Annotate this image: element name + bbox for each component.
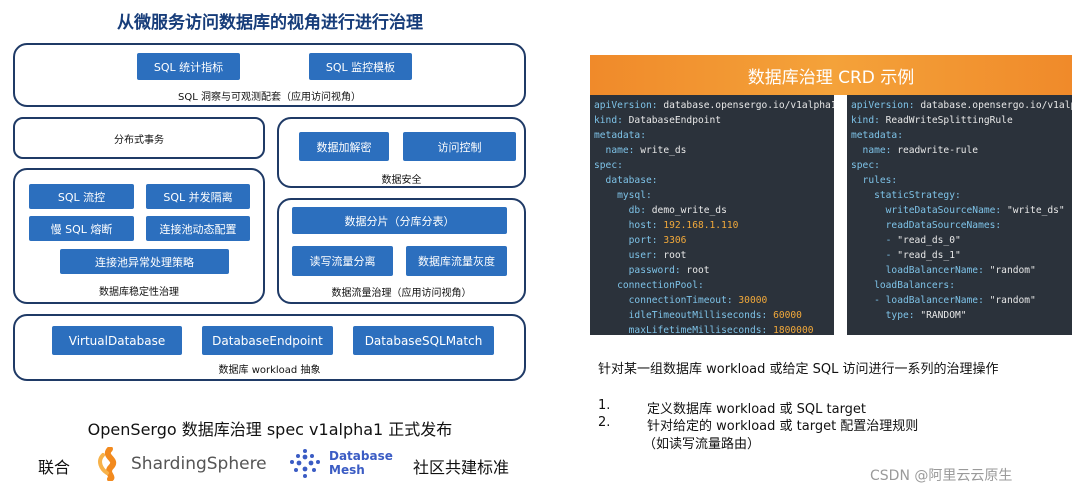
btn-data-sharding: 数据分片（分库分表） [292,207,507,234]
description-item-2-num: 2. [598,415,611,430]
panel-workload-abstraction: VirtualDatabase DatabaseEndpoint Databas… [13,314,526,381]
code-left-line: spec: [594,160,623,171]
panel-observability-label: SQL 洞察与可观测配套（应用访问视角） [178,92,361,103]
panel-distributed-transactions: 分布式事务 [13,117,265,159]
code-left-line: kind: DatabaseEndpoint [594,115,722,126]
footer-left-text: 联合 [38,458,71,477]
release-announcement: OpenSergo 数据库治理 spec v1alpha1 正式发布 [87,420,453,439]
code-left-line: password: root [594,265,710,276]
btn-database-endpoint: DatabaseEndpoint [202,326,333,355]
database-mesh-logo-icon [290,449,320,478]
panel-observability: SQL 统计指标 SQL 监控模板 SQL 洞察与可观测配套（应用访问视角） [13,43,526,107]
code-left-line: port: 3306 [594,235,687,246]
code-right-line: writeDataSourceName: "write_ds" [851,205,1065,216]
panel-transactions-label: 分布式事务 [114,135,164,146]
panel-stability-label: 数据库稳定性治理 [99,287,179,298]
database-mesh-logo-line2: Mesh [329,463,365,477]
code-right-line: type: "RANDOM" [851,310,967,321]
panel-workload-label: 数据库 workload 抽象 [218,365,321,376]
description-summary: 针对某一组数据库 workload 或给定 SQL 访问进行一系列的治理操作 [598,362,999,377]
shardingsphere-logo-text: ShardingSphere [131,454,267,474]
description-item-1-num: 1. [598,398,611,413]
code-left-line: connectionTimeout: 30000 [594,295,768,306]
database-mesh-logo-line1: Database [329,449,393,463]
panel-data-security: 数据加解密 访问控制 数据安全 [277,117,526,188]
panel-traffic-governance: 数据分片（分库分表） 读写流量分离 数据库流量灰度 数据流量治理（应用访问视角） [277,198,526,304]
code-left-line: metadata: [594,130,646,141]
btn-traffic-gray: 数据库流量灰度 [406,246,507,276]
btn-pool-exception-strategy: 连接池异常处理策略 [60,249,229,274]
btn-access-control: 访问控制 [403,132,516,161]
btn-virtual-database: VirtualDatabase [52,326,182,355]
code-right-line: name: readwrite-rule [851,145,979,156]
description-note: （如读写流量路由） [643,437,761,452]
code-right-line: - loadBalancerName: "random" [851,295,1036,306]
code-left-line: mysql: [594,190,652,201]
code-right-line: readDataSourceNames: [851,220,1002,231]
shardingsphere-logo: ShardingSphere [93,447,273,481]
code-right-line: - "read_ds_1" [851,250,961,261]
database-mesh-logo: Database Mesh [285,447,395,481]
code-left-line: db: demo_write_ds [594,205,727,216]
code-right-line: spec: [851,160,880,171]
description-item-2-text: 针对给定的 workload 或 target 配置治理规则 [647,419,919,434]
code-left-line: idleTimeoutMilliseconds: 60000 [594,310,802,321]
code-right-line: loadBalancers: [851,280,955,291]
code-left-line: name: write_ds [594,145,687,156]
btn-slow-sql-breaker: 慢 SQL 熔断 [29,216,134,241]
btn-pool-dynamic-config: 连接池动态配置 [146,216,250,241]
btn-rw-splitting: 读写流量分离 [292,246,393,276]
code-right-line: staticStrategy: [851,190,961,201]
code-left-line: user: root [594,250,687,261]
btn-encryption: 数据加解密 [299,132,389,161]
code-right-line: loadBalancerName: "random" [851,265,1036,276]
footer-right-text: 社区共建标准 [413,458,510,477]
btn-sql-monitor-template: SQL 监控模板 [309,53,412,80]
btn-database-sqlmatch: DatabaseSQLMatch [353,326,494,355]
panel-security-label: 数据安全 [381,175,422,186]
code-left-line: connectionPool: [594,280,704,291]
shardingsphere-logo-icon [98,447,117,481]
code-block-database-endpoint: apiVersion: database.opensergo.io/v1alph… [590,95,834,335]
code-right-line: kind: ReadWriteSplittingRule [851,115,1013,126]
code-right-line: apiVersion: database.opensergo.io/v1alph… [851,100,1072,111]
code-right-line: metadata: [851,130,903,141]
code-left-line: database: [594,175,658,186]
code-block-readwrite-rule: apiVersion: database.opensergo.io/v1alph… [847,95,1072,335]
btn-sql-concurrency-isolation: SQL 并发隔离 [146,184,250,209]
description-item-1-text: 定义数据库 workload 或 SQL target [647,402,867,417]
code-left-line: apiVersion: database.opensergo.io/v1alph… [594,100,834,111]
crd-title: 数据库治理 CRD 示例 [590,55,1072,95]
panel-traffic-label: 数据流量治理（应用访问视角） [331,288,472,299]
code-right-line: - "read_ds_0" [851,235,961,246]
code-left-line: maxLifetimeMilliseconds: 1800000 [594,325,814,335]
diagram-title: 从微服务访问数据库的视角进行进行治理 [117,13,423,33]
watermark: CSDN @阿里云云原生 [870,468,1013,484]
btn-sql-flow-control: SQL 流控 [29,184,134,209]
code-left-line: host: 192.168.1.110 [594,220,739,231]
btn-sql-metrics: SQL 统计指标 [137,53,240,80]
panel-db-stability: SQL 流控 SQL 并发隔离 慢 SQL 熔断 连接池动态配置 连接池异常处理… [13,168,265,304]
code-right-line: rules: [851,175,898,186]
